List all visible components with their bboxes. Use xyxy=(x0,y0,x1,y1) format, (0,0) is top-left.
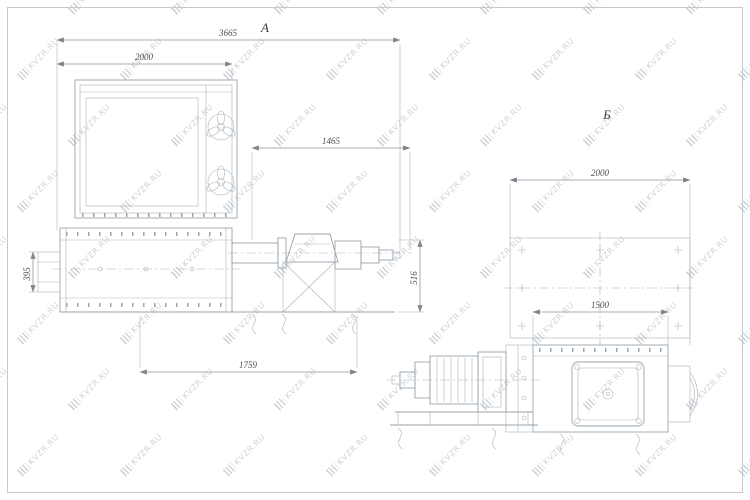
center-marks xyxy=(518,246,682,330)
dim-chute-height: 395 xyxy=(22,251,38,293)
discharge-drive xyxy=(228,233,412,313)
dim-body-width: 1500 xyxy=(532,300,669,348)
view-b-label: Б xyxy=(602,107,611,122)
dim-text-2000-b: 2000 xyxy=(591,168,610,178)
fan-symbol-top xyxy=(206,110,236,141)
dim-drive-length: 1465 xyxy=(251,136,411,250)
drive-flange xyxy=(505,344,534,433)
view-b: Б 2000 xyxy=(386,107,698,456)
view-a: А 3665 2000 xyxy=(22,20,424,375)
dim-text-3665: 3665 xyxy=(218,28,238,38)
base-b xyxy=(390,411,641,456)
base-a xyxy=(60,311,395,335)
dim-base-length: 1759 xyxy=(139,316,358,375)
dim-text-2000-a: 2000 xyxy=(135,52,154,62)
body-end-view xyxy=(532,344,698,433)
fan-symbol-bottom xyxy=(206,165,236,196)
left-chute xyxy=(37,251,61,293)
dim-text-395: 395 xyxy=(22,267,32,282)
dim-text-1759: 1759 xyxy=(239,360,258,370)
dim-text-1500: 1500 xyxy=(591,300,610,310)
dim-text-516: 516 xyxy=(409,271,419,285)
dim-outlet-height: 516 xyxy=(398,239,424,313)
gearbox-motor xyxy=(386,351,540,413)
dim-hopper-width: 2000 xyxy=(56,52,233,80)
mixer-body xyxy=(52,227,240,313)
dim-text-1465: 1465 xyxy=(322,136,341,146)
dim-overall-length: 3665 xyxy=(56,28,401,250)
hopper-top-box xyxy=(74,79,238,219)
view-a-label: А xyxy=(260,20,269,35)
plan-box xyxy=(503,231,697,345)
